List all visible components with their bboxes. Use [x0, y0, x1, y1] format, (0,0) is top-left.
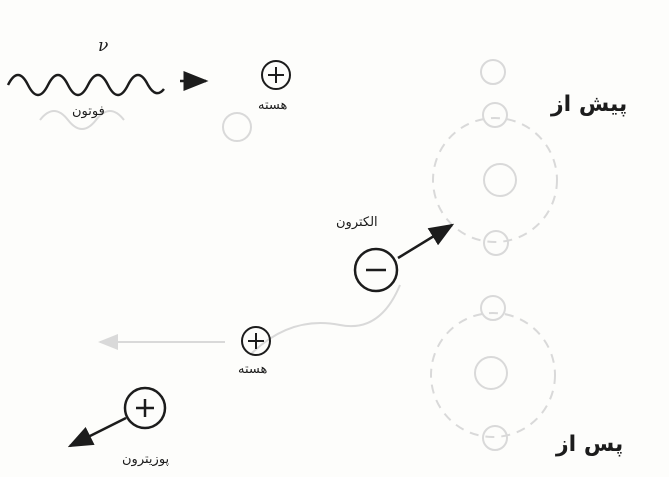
- faint-small-circle-6: [475, 357, 507, 389]
- positron-arrow: [70, 418, 126, 446]
- nucleus-after-label: هسته: [238, 362, 267, 377]
- nucleus-before-label: هسته: [258, 98, 287, 113]
- nucleus-before: [262, 61, 290, 89]
- faint-curve: [250, 285, 400, 355]
- faint-small-circle-8: [223, 113, 251, 141]
- before-heading: پیش از: [551, 92, 627, 117]
- faint-small-circle-2: [483, 103, 507, 127]
- faint-background-layer: [40, 60, 557, 450]
- faint-dashed-circle-bottom: [431, 313, 555, 437]
- faint-small-circle-4: [484, 231, 508, 255]
- faint-small-circle-7: [483, 426, 507, 450]
- electron-label: الکترون: [336, 215, 378, 230]
- faint-dashed-circle-top: [433, 118, 557, 242]
- electron-arrow: [398, 225, 452, 258]
- photon-symbol-label: ν: [98, 36, 108, 56]
- positron-label: پوزیترون: [122, 452, 169, 467]
- faint-small-circle-3: [484, 164, 516, 196]
- faint-small-circle-5: [481, 296, 505, 320]
- faint-small-circle-1: [481, 60, 505, 84]
- photon-wave: [8, 75, 164, 95]
- after-heading: پس از: [556, 432, 623, 457]
- electron: [355, 249, 397, 291]
- photon-label: فوتون: [72, 104, 105, 119]
- positron: [125, 388, 165, 428]
